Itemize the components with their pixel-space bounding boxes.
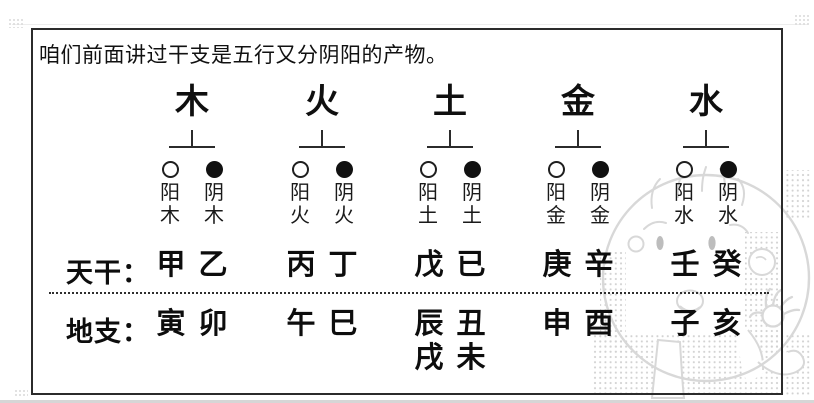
earthly-branches-row-label: 地支： — [66, 317, 150, 347]
branch-char: 亥 — [712, 308, 742, 340]
branch-char: 巳 — [328, 308, 358, 340]
stem-char: 癸 — [712, 249, 742, 281]
yinyang-circles — [132, 161, 252, 178]
branch-char: 卯 — [198, 308, 228, 340]
halftone-speck-top-right — [794, 14, 810, 26]
yin-circle-icon — [205, 161, 223, 178]
halftone-speck-top-left — [8, 18, 24, 28]
yinyang-labels: 阳木 阴木 — [132, 182, 252, 228]
branch-connector — [555, 130, 601, 148]
branch-char: 丑 — [456, 308, 486, 340]
branches-pair: 寅 卯 — [132, 309, 252, 340]
yang-circle-icon — [419, 161, 437, 178]
yin-label: 阴金 — [590, 182, 610, 227]
element-column-wood: 木 阳木 阴木 甲 乙 寅 卯 — [132, 30, 252, 393]
branches-pair-row2: 戌 未 — [390, 343, 510, 374]
yin-circle-icon — [463, 161, 481, 178]
yinyang-circles — [518, 161, 638, 178]
branch-char: 子 — [670, 308, 700, 340]
yin-label: 阴木 — [204, 182, 224, 227]
stem-char: 丙 — [286, 249, 316, 281]
element-column-water: 水 阳水 阴水 壬 癸 子 亥 — [646, 30, 766, 393]
branch-connector — [169, 130, 215, 148]
yang-label: 阳水 — [674, 182, 694, 227]
branch-char: 戌 — [414, 342, 444, 374]
branches-pair: 申 酉 — [518, 309, 638, 340]
yin-circle-icon — [719, 161, 737, 178]
yang-circle-icon — [675, 161, 693, 178]
branch-connector — [299, 130, 345, 148]
stem-char: 庚 — [542, 249, 572, 281]
stems-pair: 壬 癸 — [646, 250, 766, 281]
branch-char: 申 — [542, 308, 572, 340]
branches-pair: 辰 丑 — [390, 309, 510, 340]
page-bottom-edge — [0, 400, 814, 403]
scan-artifact-line — [12, 24, 808, 25]
element-column-fire: 火 阳火 阴火 丙 丁 午 巳 — [262, 30, 382, 393]
stem-char: 辛 — [584, 249, 614, 281]
stem-char: 戊 — [414, 249, 444, 281]
element-char-water: 水 — [689, 82, 723, 122]
yang-label: 阳木 — [160, 182, 180, 227]
stems-pair: 丙 丁 — [262, 250, 382, 281]
element-char-fire: 火 — [305, 82, 339, 122]
yang-circle-icon — [291, 161, 309, 178]
stems-pair: 戊 已 — [390, 250, 510, 281]
branches-pair: 子 亥 — [646, 309, 766, 340]
element-char-earth: 土 — [433, 82, 467, 122]
yang-circle-icon — [161, 161, 179, 178]
branches-pair: 午 巳 — [262, 309, 382, 340]
element-column-metal: 金 阳金 阴金 庚 辛 申 酉 — [518, 30, 638, 393]
intro-text: 咱们前面讲过干支是五行又分阴阳的产物。 — [39, 44, 448, 67]
diagram-frame: 咱们前面讲过干支是五行又分阴阳的产物。 木 阳木 阴木 甲 乙 寅 卯 — [31, 28, 783, 395]
yang-circle-icon — [547, 161, 565, 178]
branch-char: 辰 — [414, 308, 444, 340]
element-char-wood: 木 — [175, 82, 209, 122]
stem-char: 甲 — [156, 249, 186, 281]
stem-char: 已 — [456, 249, 486, 281]
element-char-metal: 金 — [561, 82, 595, 122]
branch-char: 寅 — [156, 308, 186, 340]
yin-label: 阴土 — [462, 182, 482, 227]
yinyang-circles — [646, 161, 766, 178]
yinyang-labels: 阳水 阴水 — [646, 182, 766, 228]
yinyang-labels: 阳金 阴金 — [518, 182, 638, 228]
yin-circle-icon — [335, 161, 353, 178]
yin-label: 阴火 — [334, 182, 354, 227]
yinyang-labels: 阳火 阴火 — [262, 182, 382, 228]
branch-char: 酉 — [584, 308, 614, 340]
stem-char: 丁 — [328, 249, 358, 281]
yang-label: 阳土 — [418, 182, 438, 227]
branch-connector — [427, 130, 473, 148]
branch-connector — [683, 130, 729, 148]
yinyang-circles — [390, 161, 510, 178]
yang-label: 阳金 — [546, 182, 566, 227]
heavenly-stems-row-label: 天干： — [66, 258, 150, 288]
dotted-divider — [49, 292, 769, 294]
branch-char: 未 — [456, 342, 486, 374]
halftone-speck-bottom-left — [14, 389, 28, 397]
stems-pair: 庚 辛 — [518, 250, 638, 281]
yinyang-labels: 阳土 阴土 — [390, 182, 510, 228]
yin-circle-icon — [591, 161, 609, 178]
element-column-earth: 土 阳土 阴土 戊 已 辰 丑 戌 未 — [390, 30, 510, 393]
yin-label: 阴水 — [718, 182, 738, 227]
stem-char: 壬 — [670, 249, 700, 281]
stem-char: 乙 — [198, 249, 228, 281]
branch-char: 午 — [286, 308, 316, 340]
stems-pair: 甲 乙 — [132, 250, 252, 281]
yinyang-circles — [262, 161, 382, 178]
yang-label: 阳火 — [290, 182, 310, 227]
